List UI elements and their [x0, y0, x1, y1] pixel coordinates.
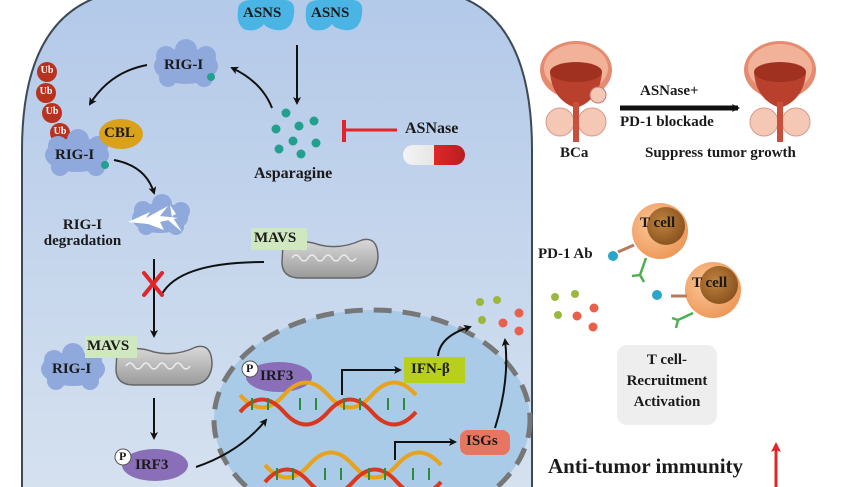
degradation-line-1: RIG-I: [62, 217, 103, 233]
isgs-label: ISGs: [466, 433, 498, 449]
isgs-transcription-arrow: [394, 438, 457, 460]
asparagine-label: Asparagine: [254, 165, 333, 182]
tcell-label-1: T cell: [640, 215, 676, 231]
irf3-nuclear-translocation-arrow: [195, 418, 268, 468]
mavs-recruitment-line: [161, 261, 265, 295]
asns-enzyme-1: [237, 0, 295, 31]
degradation-arrow: [113, 159, 157, 195]
cytokines-in-cell: [476, 296, 524, 336]
bound-asparagine-2: [101, 161, 109, 169]
mavs-label-bottom: MAVS: [87, 338, 130, 354]
treatment-line-2: PD-1 blockade: [620, 114, 714, 130]
tcell-activation-box: [617, 345, 717, 425]
p-label-cyto: P: [119, 449, 127, 463]
asns-label-2: ASNS: [311, 5, 350, 21]
tcell-activation-text: T cell- Recruitment Activation: [617, 350, 717, 413]
irf3-label-cyto: IRF3: [135, 457, 169, 473]
pd1-antibody-1: [608, 251, 618, 261]
phospho-badge-cyto: [114, 448, 132, 466]
pd1-ab-label: PD-1 Ab: [538, 246, 593, 262]
isgs-box: [460, 430, 510, 455]
rig-i-degraded-cloud: [128, 194, 190, 235]
rig-i-label-bottom: RIG-I: [52, 361, 92, 377]
t-cell-2: [671, 262, 741, 329]
tcell-label-2: T cell: [692, 275, 728, 291]
t-cell-1: [617, 203, 688, 283]
ifnb-transcription-arrow: [341, 366, 402, 395]
blocked-x-icon: [142, 271, 164, 297]
ub-label-2: Ub: [39, 86, 53, 97]
cytokines-extracellular: [551, 290, 599, 332]
rig-i-degradation-label: RIG-I degradation: [40, 217, 125, 250]
rig-i-label-top: RIG-I: [164, 57, 204, 73]
ub-label-4: Ub: [53, 126, 67, 137]
degradation-line-2: degradation: [43, 232, 122, 249]
anti-tumor-immunity-label: Anti-tumor immunity: [548, 454, 744, 478]
cbl-protein: [99, 119, 143, 149]
phospho-badge-nuc: [241, 360, 259, 378]
rig-i-cloud-top: [154, 39, 218, 87]
irf3-cytoplasm: [122, 449, 188, 481]
asnase-label: ASNase: [405, 120, 459, 137]
isgs-secretion-arrow: [494, 338, 510, 429]
asparagine-molecules: [271, 108, 321, 159]
pd1-antibody-2: [652, 290, 662, 300]
dna-helix-2: [263, 450, 443, 487]
dna-helix-1: [238, 380, 418, 427]
p-label-nuc: P: [246, 361, 254, 375]
asnase-pill-icon: [403, 145, 465, 165]
ubiquitin-chain: [36, 62, 70, 143]
mitochondrion-bottom: [115, 345, 213, 386]
rig-ubiquitination-arrow: [88, 64, 148, 106]
bladder-treated-icon: [744, 41, 816, 142]
irf3-label-nuc: IRF3: [260, 368, 294, 384]
rig-i-cloud-ubiquitinated: [45, 129, 109, 176]
asns-label-1: ASNS: [243, 5, 282, 21]
ub-label-3: Ub: [45, 106, 59, 117]
bladder-bca-icon: [540, 41, 612, 142]
rig-i-cloud-bottom: [41, 343, 105, 390]
asns-enzyme-2: [305, 0, 363, 31]
treatment-line-1: ASNase+: [640, 83, 699, 99]
bca-label: BCa: [560, 145, 589, 161]
mavs-label-top: MAVS: [254, 230, 297, 246]
mavs-label-bg-bottom: [85, 336, 137, 358]
suppress-tumor-label: Suppress tumor growth: [645, 145, 796, 161]
ifnb-secretion-arrow: [437, 324, 472, 357]
tcell-box-line-1: T cell-: [646, 352, 688, 368]
tcell-box-line-3: Activation: [633, 394, 701, 410]
rig-i-label-ub: RIG-I: [55, 147, 95, 163]
tcell-box-line-2: Recruitment: [626, 373, 708, 389]
bound-asparagine: [207, 73, 215, 81]
ub-label-1: Ub: [40, 65, 54, 76]
ifnb-box: [404, 357, 465, 383]
asparagine-to-rig-arrow: [230, 66, 273, 109]
ifnb-label: IFN-β: [411, 361, 450, 377]
mavs-label-bg-top: [251, 228, 307, 250]
cbl-label: CBL: [104, 125, 135, 141]
